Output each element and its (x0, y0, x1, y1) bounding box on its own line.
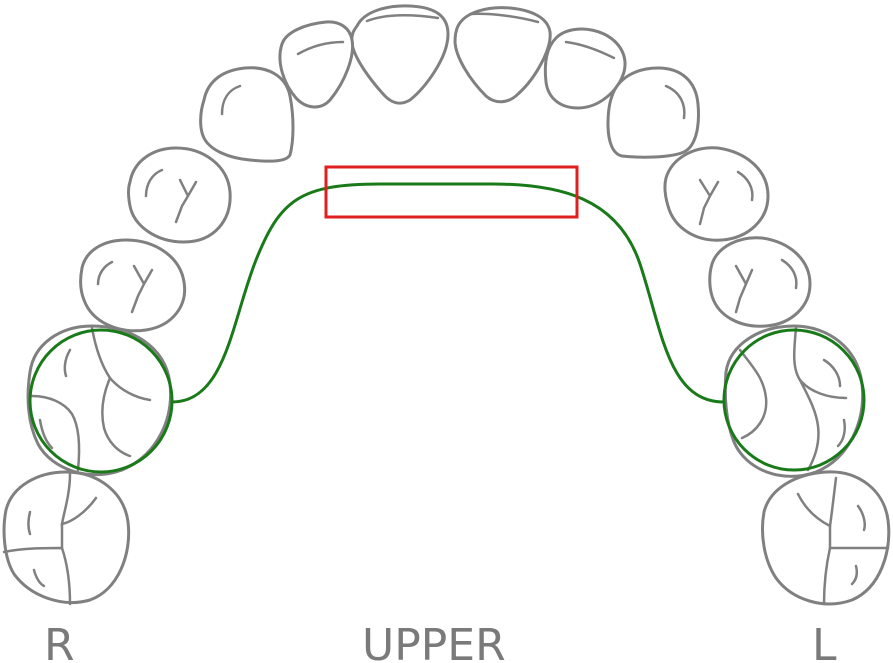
tooth-upper-right-second-molar-icon[interactable] (2, 470, 131, 606)
tooth-upper-right-lateral-incisor-icon[interactable] (278, 20, 355, 109)
tooth-upper-left-second-premolar-icon[interactable] (708, 236, 812, 328)
tooth-upper-left-first-molar-icon[interactable] (723, 324, 865, 478)
left-molar-band-ring[interactable] (722, 328, 866, 472)
tooth-upper-right-first-molar-icon[interactable] (26, 324, 173, 477)
tooth-upper-right-central-incisor-icon[interactable] (350, 4, 450, 105)
palatal-wire[interactable] (171, 182, 725, 404)
tooth-upper-left-second-molar-icon[interactable] (761, 470, 891, 606)
tooth-upper-right-second-premolar-icon[interactable] (79, 238, 187, 333)
tooth-upper-left-lateral-incisor-icon[interactable] (543, 27, 627, 110)
right-side-label: R (44, 620, 75, 663)
left-side-label: L (812, 620, 837, 663)
tooth-upper-left-first-premolar-icon[interactable] (663, 146, 770, 242)
tooth-upper-left-central-incisor-icon[interactable] (453, 6, 552, 104)
tooth-upper-right-first-premolar-icon[interactable] (127, 146, 232, 244)
highlight-rectangle[interactable] (324, 165, 579, 219)
arch-label: UPPER (362, 620, 506, 663)
tooth-upper-left-canine-icon[interactable] (606, 66, 700, 159)
tooth-upper-right-canine-icon[interactable] (199, 66, 295, 163)
